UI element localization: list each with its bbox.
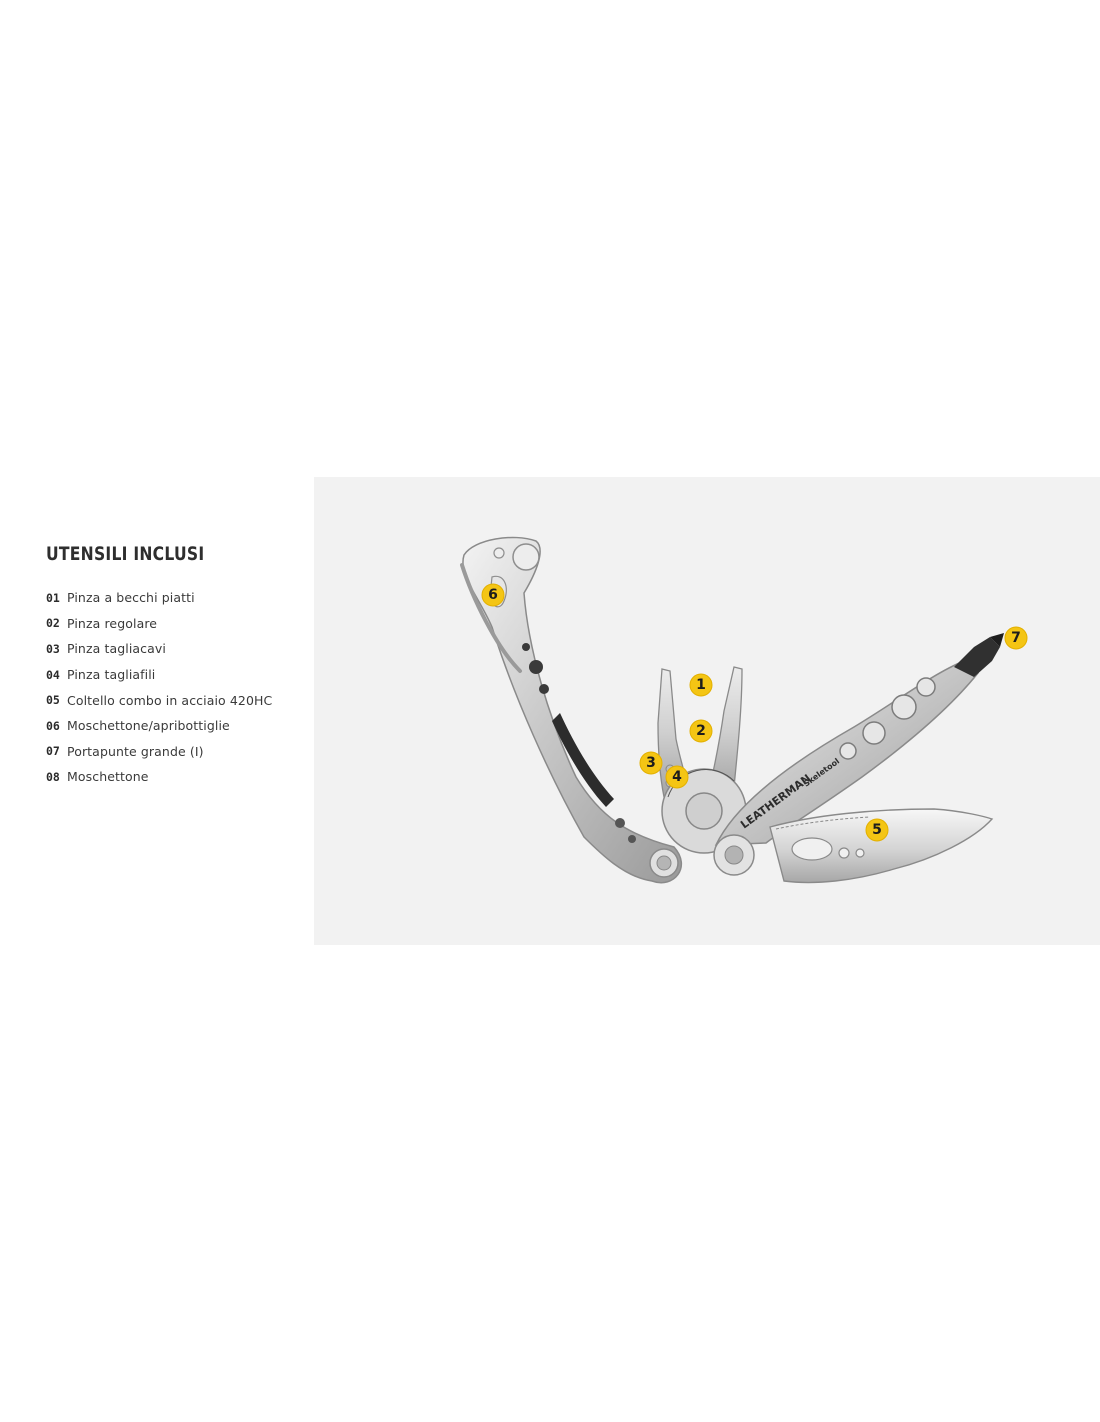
- callout-label: 7: [1011, 630, 1021, 646]
- tool-name: Pinza tagliafili: [67, 667, 156, 683]
- callout-label: 6: [488, 587, 498, 603]
- tool-name: Coltello combo in acciaio 420HC: [67, 692, 273, 708]
- tool-name: Moschettone: [67, 769, 149, 785]
- tool-name: Pinza regolare: [67, 615, 158, 631]
- multitool-illustration: LEATHERMAN Skeletool 1 2: [460, 536, 1028, 884]
- callout-5: 5: [865, 818, 889, 842]
- callout-3: 3: [639, 751, 663, 775]
- callout-7: 7: [1004, 626, 1028, 650]
- tools-list: 01 Pinza a becchi piatti 02 Pinza regola…: [46, 585, 306, 790]
- tools-list-panel: UTENSILI INCLUSI 01 Pinza a becchi piatt…: [46, 543, 306, 790]
- callout-label: 3: [646, 755, 656, 771]
- product-image-panel: LEATHERMAN Skeletool 1 2: [314, 477, 1100, 945]
- tool-item: 08 Moschettone: [46, 764, 306, 790]
- tool-number: 03: [46, 641, 60, 656]
- included-tools-section: UTENSILI INCLUSI 01 Pinza a becchi piatt…: [0, 477, 1100, 945]
- callout-label: 1: [696, 677, 706, 693]
- tool-item: 04 Pinza tagliafili: [46, 662, 306, 688]
- combo-knife-blade: [713, 808, 994, 884]
- callout-1: 1: [689, 673, 713, 697]
- tool-name: Pinza a becchi piatti: [67, 590, 195, 606]
- tool-name: Moschettone/apribottiglie: [67, 718, 230, 734]
- callout-label: 2: [696, 723, 706, 739]
- tool-number: 02: [46, 616, 60, 631]
- tool-item: 03 Pinza tagliacavi: [46, 636, 306, 662]
- tool-number: 06: [46, 718, 60, 733]
- pliers-head: [657, 666, 747, 854]
- tool-item: 01 Pinza a becchi piatti: [46, 585, 306, 611]
- tool-number: 07: [46, 744, 60, 759]
- callout-6: 6: [481, 583, 505, 607]
- callout-label: 5: [872, 822, 882, 838]
- tool-item: 07 Portapunte grande (I): [46, 739, 306, 765]
- tool-item: 02 Pinza regolare: [46, 611, 306, 637]
- tool-number: 04: [46, 667, 60, 682]
- tool-item: 05 Coltello combo in acciaio 420HC: [46, 687, 306, 713]
- tool-name: Pinza tagliacavi: [67, 641, 166, 657]
- right-handle-bit-holder: LEATHERMAN Skeletool: [714, 633, 1004, 846]
- tool-number: 01: [46, 590, 60, 605]
- tool-number: 08: [46, 769, 60, 784]
- callout-4: 4: [665, 765, 689, 789]
- section-title: UTENSILI INCLUSI: [46, 543, 205, 565]
- callout-label: 4: [672, 769, 682, 785]
- tool-number: 05: [46, 693, 60, 708]
- left-handle-carabiner: [460, 536, 682, 884]
- callout-2: 2: [689, 719, 713, 743]
- tool-name: Portapunte grande (I): [67, 743, 204, 759]
- tool-item: 06 Moschettone/apribottiglie: [46, 713, 306, 739]
